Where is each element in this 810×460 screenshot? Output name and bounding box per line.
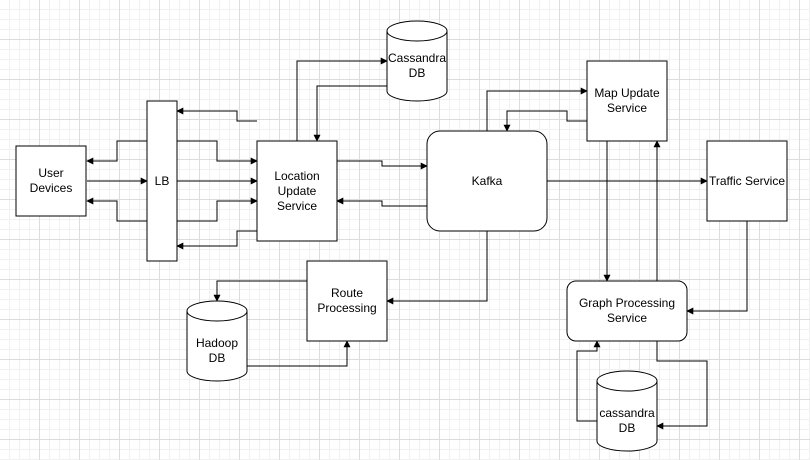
kafka-to-location-arrow	[336, 197, 427, 207]
user-devices-box[interactable]	[15, 145, 87, 217]
location-to-lb-arrow-bottom	[176, 230, 257, 250]
cassandra-to-graph-arrow	[576, 340, 601, 422]
cassandra-db-top-label: Cassandra DB	[387, 51, 447, 80]
map-update-to-kafka-arrow	[503, 110, 587, 132]
cassandra-db-bottom-label: cassandra DB	[599, 406, 655, 435]
location-to-lb-arrow-top	[176, 107, 257, 122]
kafka-to-map-update-arrow	[486, 87, 588, 131]
hadoop-db-cylinder[interactable]	[186, 300, 248, 382]
hadoop-db-label: Hadoop DB	[195, 336, 239, 365]
lb-to-location-arrow-1	[177, 140, 258, 165]
location-to-cassandra-arrow	[296, 57, 388, 141]
route-processing-label: Route Processing	[317, 286, 377, 315]
graph-processing-service-label: Graph Processing Service	[578, 296, 676, 325]
location-to-kafka-arrow	[337, 160, 428, 170]
lb-to-user-devices-arrow-1	[86, 140, 147, 165]
user-devices-label: User Devices	[29, 166, 73, 195]
cassandra-to-location-arrow	[313, 85, 387, 142]
route-to-hadoop-arrow	[213, 280, 307, 302]
map-update-service-label: Map Update Service	[594, 86, 660, 115]
location-update-service-label: Location Update Service	[274, 168, 320, 213]
map-update-service-box[interactable]	[586, 60, 668, 142]
graph-to-cassandra-arrow	[656, 341, 708, 430]
cassandra-db-bottom-cylinder[interactable]	[596, 370, 658, 452]
lb-box[interactable]	[146, 100, 178, 262]
hadoop-to-route-arrow	[247, 340, 351, 367]
lb-label: LB	[154, 173, 170, 188]
kafka-to-route-processing-arrow	[386, 231, 488, 305]
lb-to-user-devices-arrow-2	[86, 197, 147, 222]
kafka-label: Kafka	[471, 173, 503, 188]
traffic-service-label: Traffic Service	[708, 173, 786, 188]
lb-to-location-arrow-3	[177, 197, 258, 222]
traffic-to-graph-arrow	[686, 221, 748, 315]
cassandra-db-top-cylinder[interactable]	[386, 20, 448, 102]
